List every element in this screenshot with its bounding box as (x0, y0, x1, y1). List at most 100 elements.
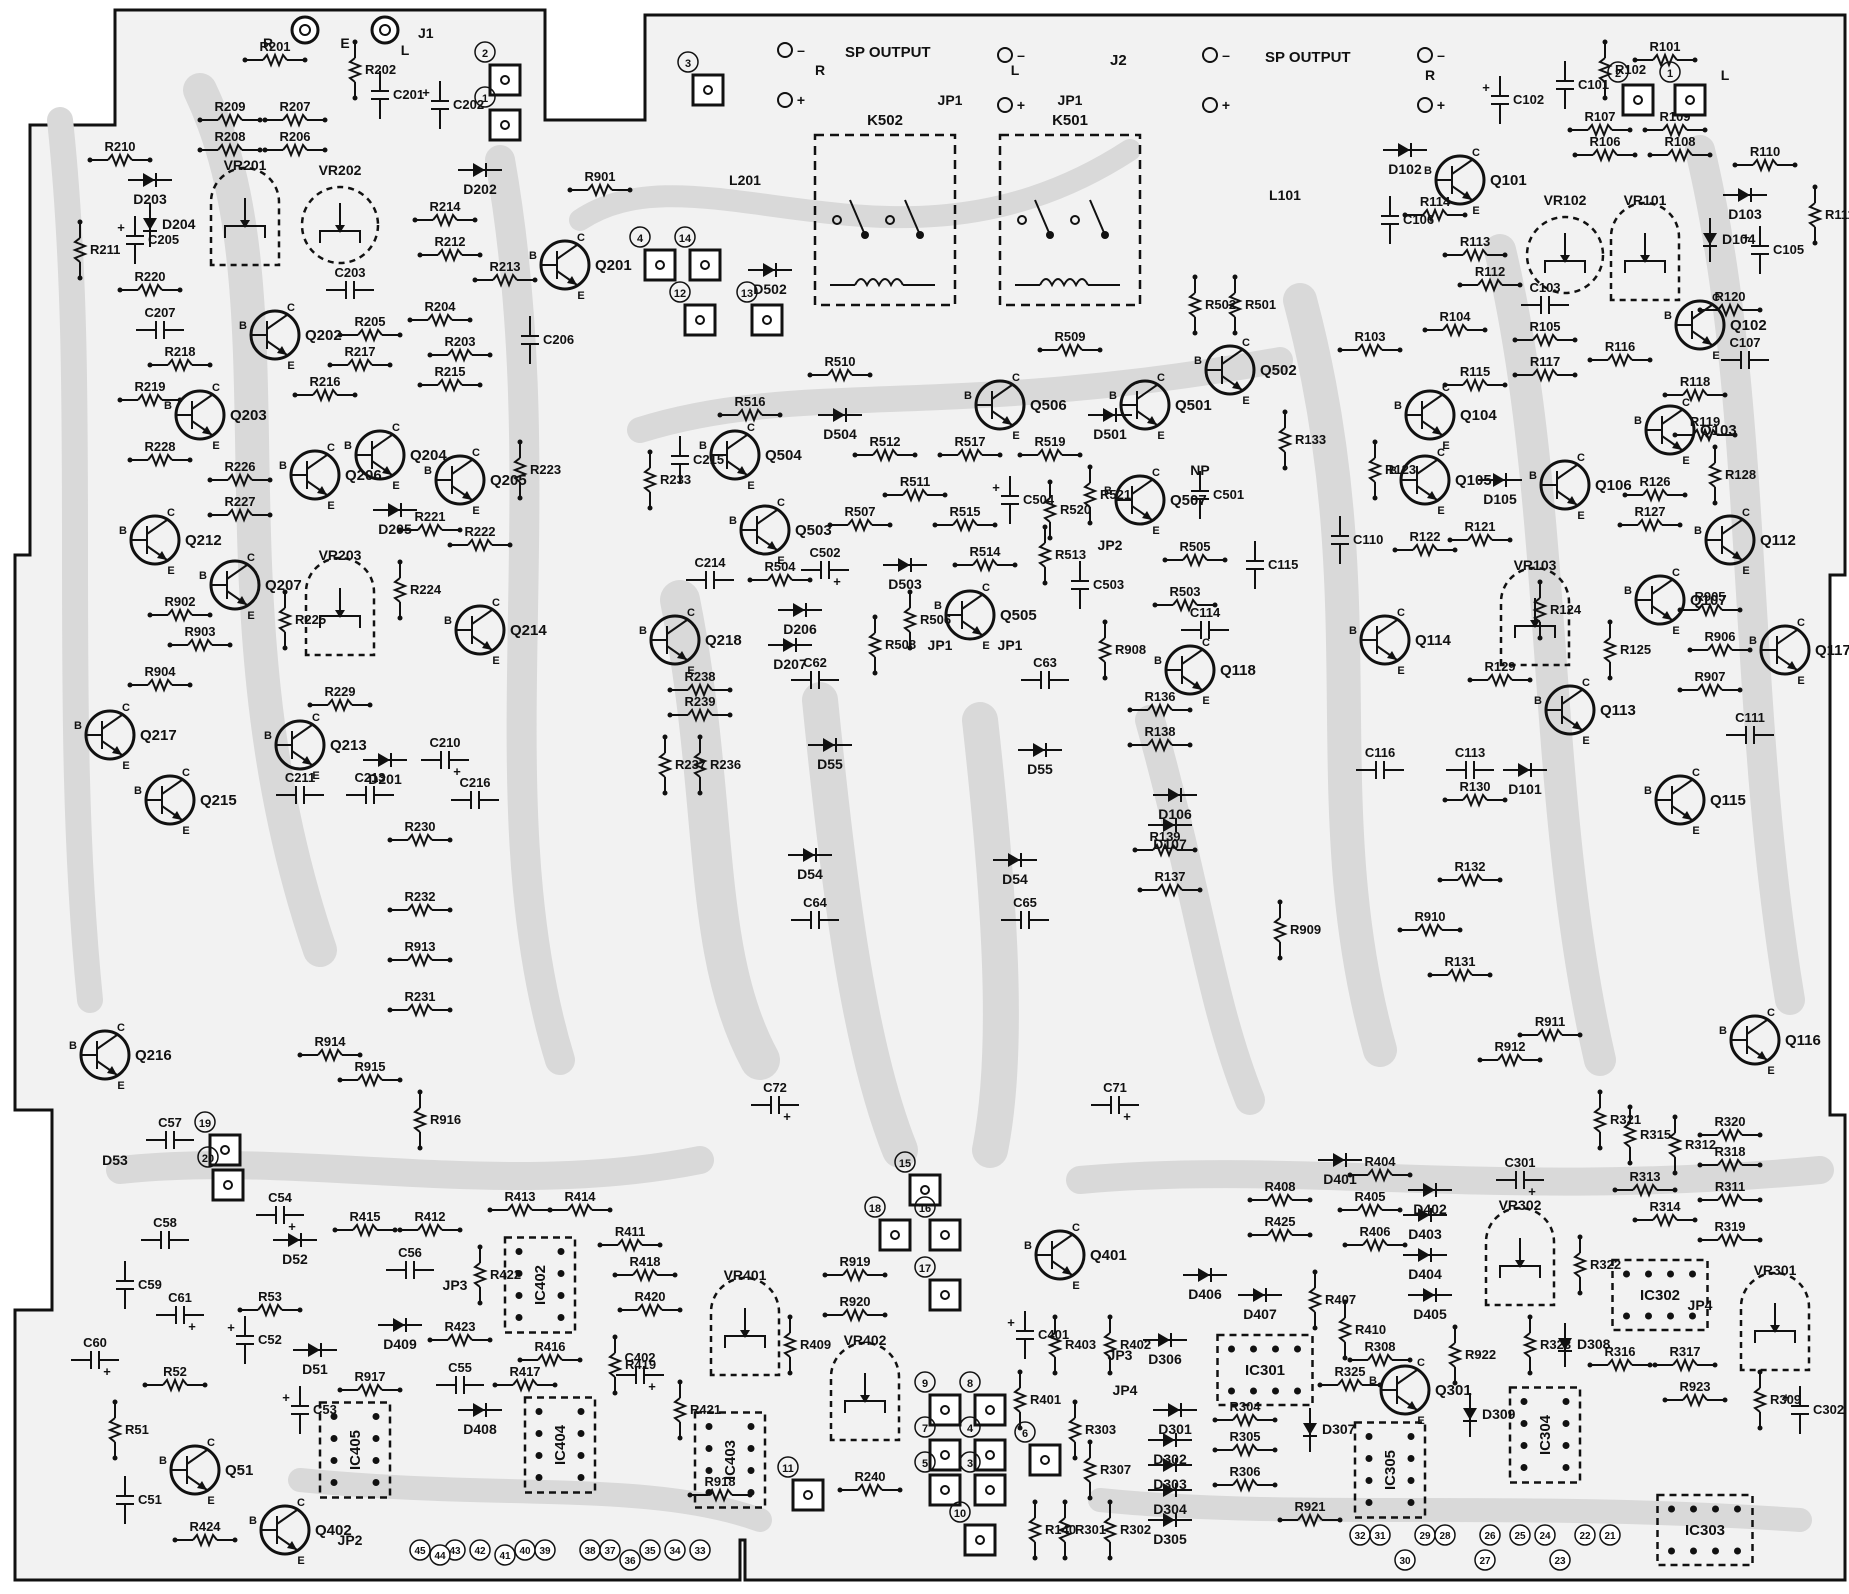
diode-label: D405 (1413, 1306, 1447, 1322)
diode-label: D106 (1158, 806, 1192, 822)
resistor-r131: R131 (1427, 954, 1493, 983)
pad-number: 18 (869, 1203, 881, 1215)
resistor-r425: R425 (1247, 1214, 1313, 1243)
resistor-label: R125 (1620, 642, 1651, 657)
resistor-r304: R304 (1212, 1399, 1278, 1428)
transistor-label: Q216 (135, 1047, 172, 1064)
resistor-r111: R111 (1807, 184, 1849, 246)
resistor-label: R918 (704, 1474, 735, 1489)
resistor-r106: R106 (1572, 134, 1638, 163)
trimmer-label: VR101 (1624, 192, 1667, 208)
resistor-r305: R305 (1212, 1429, 1278, 1458)
resistor-label: R225 (295, 612, 326, 627)
pin-label: E (1442, 440, 1449, 452)
jack-pad-j1 (290, 15, 320, 45)
resistor-r404: R404 (1347, 1154, 1413, 1183)
resistor-label: R222 (464, 524, 495, 539)
resistor-label: R510 (824, 354, 855, 369)
transistor-label: Q501 (1175, 397, 1212, 414)
resistor-r408: R408 (1247, 1179, 1313, 1208)
resistor-r409: R409 (782, 1314, 831, 1376)
resistor-label: R424 (189, 1519, 221, 1534)
capacitor-c57: C57 (146, 1115, 194, 1149)
resistor-label: R920 (839, 1294, 870, 1309)
diode-label: D54 (1002, 871, 1028, 887)
capacitor-label: C60 (83, 1335, 107, 1350)
resistor-r214: R214 (412, 199, 478, 228)
polarity-mark: + (282, 1390, 290, 1405)
resistor-label: R228 (144, 439, 175, 454)
speaker-terminal: + (1417, 97, 1445, 113)
copper-trace (485, 145, 575, 1075)
capacitor-label: C213 (354, 770, 385, 785)
free-label: JP2 (1098, 537, 1123, 553)
pin-label: B (249, 1515, 257, 1527)
transistor-label: Q205 (490, 472, 527, 489)
resistor-label: R102 (1615, 62, 1646, 77)
resistor-r223: R223 (512, 439, 561, 501)
pin-label: E (207, 1495, 214, 1507)
resistor-r901: R901 (567, 169, 633, 198)
free-label: R (263, 35, 273, 51)
resistor-label: R504 (764, 559, 796, 574)
pin-label: B (134, 785, 142, 797)
ic-ic303: IC303 (1656, 1493, 1754, 1567)
pad-number: 39 (539, 1546, 551, 1557)
diode-label: D201 (368, 771, 402, 787)
resistor-label: R232 (404, 889, 435, 904)
trimmer-vr201: VR201 (209, 157, 281, 267)
pad-number: 27 (1479, 1556, 1491, 1567)
diode-d409: D409 (378, 1318, 422, 1352)
resistor-r312: R312 (1667, 1114, 1716, 1176)
capacitor-c205: +C205 (117, 216, 179, 264)
pad-number: 14 (679, 233, 692, 245)
resistor-label: R419 (625, 1357, 656, 1372)
diode-label: D202 (463, 181, 497, 197)
diode-d103: D103 (1723, 188, 1767, 222)
capacitor-c214: C214 (686, 555, 734, 589)
pad-number: 33 (694, 1546, 706, 1557)
transistor-label: Q104 (1460, 407, 1497, 424)
trimmer-vr202: VR202 (300, 162, 380, 265)
polarity-mark: + (833, 574, 841, 589)
free-label: R (815, 62, 825, 78)
capacitor-c115: C115 (1246, 541, 1298, 589)
pad-number: 12 (674, 288, 686, 300)
diode-label: D406 (1188, 1286, 1222, 1302)
resistor-r229: R229 (307, 684, 373, 713)
square-pad: 11 (777, 1456, 825, 1512)
capacitor-c56: C56 (386, 1245, 434, 1279)
resistor-label: R905 (1694, 589, 1725, 604)
pin-label: B (344, 440, 352, 452)
pin-label: B (1154, 655, 1162, 667)
pin-label: E (1797, 675, 1804, 687)
pin-label: C (117, 1022, 125, 1034)
resistor-label: R139 (1149, 829, 1180, 844)
resistor-label: R513 (1055, 547, 1086, 562)
pin-label: C (1712, 292, 1720, 304)
pad-number: 32 (1354, 1531, 1366, 1542)
capacitor-c216: C216 (451, 775, 499, 809)
capacitor-c55: C55 (436, 1360, 484, 1394)
resistor-label: R119 (1690, 414, 1720, 429)
diode-label: D207 (773, 656, 807, 672)
pin-label: E (1157, 430, 1164, 442)
resistor-r140: R140 (1027, 1499, 1076, 1561)
resistor-r908: R908 (1097, 619, 1146, 681)
square-pad: 9 (914, 1371, 962, 1427)
resistor-label: R220 (134, 269, 165, 284)
resistor-label: R227 (224, 494, 255, 509)
transistor-label: Q504 (765, 447, 802, 464)
resistor-label: R209 (214, 99, 245, 114)
capacitor-label: C211 (285, 770, 315, 785)
resistor-label: R916 (430, 1112, 461, 1127)
capacitor-c61: +C61 (156, 1290, 204, 1334)
pin-label: E (1692, 825, 1699, 837)
resistor-label: R906 (1704, 629, 1735, 644)
resistor-label: R922 (1465, 1347, 1496, 1362)
resistor-label: R404 (1364, 1154, 1396, 1169)
